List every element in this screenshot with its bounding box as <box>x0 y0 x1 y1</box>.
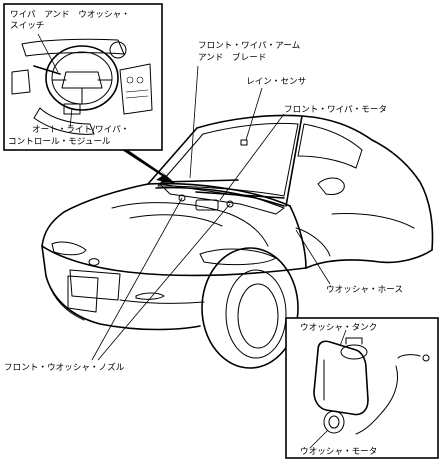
front-wheel-arch <box>201 247 299 369</box>
label-washer-tank: ウオッシャ・タンク <box>300 322 377 333</box>
label-front-washer-nozzle: フロント・ウオッシャ・ノズル <box>4 361 125 373</box>
hood-left-edge <box>41 183 149 247</box>
leader-washer-tank <box>339 329 347 347</box>
air-dam-left <box>47 281 85 321</box>
inset-center-console <box>119 63 153 115</box>
label-control-module-line1: オート・ライト/ワイパ・ <box>32 124 129 135</box>
washer-tank-cap <box>340 344 368 360</box>
washer-hose-inset <box>355 365 398 435</box>
washer-nozzle-right <box>226 200 234 208</box>
washer-tank-neck <box>345 337 363 345</box>
front-fender-line <box>295 227 331 257</box>
fog-lamp <box>135 292 165 300</box>
leader-washer-hose <box>295 229 331 285</box>
leader-control-module <box>69 107 73 129</box>
inset-washer-drawing <box>313 337 430 435</box>
labels: ワイパ アンド ウオッシャ・ スイッチ オート・ライト/ワイパ・ コントロール・… <box>4 9 403 457</box>
inset-control-module <box>63 103 81 115</box>
body-side-crease <box>331 213 415 229</box>
washer-motor-core <box>328 415 340 429</box>
car-a-pillar-right <box>285 115 303 207</box>
side-mirror <box>317 177 345 195</box>
leader-lines <box>37 33 347 449</box>
emblem <box>88 258 100 266</box>
leader-washer-motor <box>309 429 329 449</box>
side-window <box>297 123 363 169</box>
front-wheel-tire <box>225 269 287 359</box>
inset-dashboard-panel <box>3 3 163 151</box>
inset-dash-vent-left <box>11 69 31 95</box>
inset-dashboard-top <box>21 38 125 57</box>
front-fascia-top <box>41 245 307 277</box>
washer-hose-top <box>397 354 421 359</box>
leader-rain-sensor <box>245 87 263 141</box>
inset-console-knob-1 <box>126 76 134 84</box>
inset-steering-wheel-rim <box>45 45 119 111</box>
label-front-wiper-motor: フロント・ワイパ・モータ <box>284 104 387 115</box>
grille <box>69 269 121 301</box>
label-front-wiper-arm-line2: アンド ブレード <box>198 51 266 63</box>
inset-steering-hub <box>61 71 103 89</box>
leader-wiper-motor <box>219 113 285 201</box>
hood-right-edge <box>289 205 307 269</box>
inset-dashboard-drawing <box>11 38 153 135</box>
label-control-module-line2: コントロール・モジュール <box>8 137 111 147</box>
washer-motor-body <box>323 410 345 434</box>
leader-nozzle-right <box>97 203 231 361</box>
hood-bulge <box>111 202 269 247</box>
wiper-motor-body <box>195 199 219 211</box>
front-wheel-rim <box>237 283 279 349</box>
front-fascia-lower <box>41 245 201 331</box>
inset-wiper-stalk <box>33 65 61 75</box>
inset-console-knob-2 <box>136 76 144 84</box>
car-rear-shoulder <box>371 139 434 251</box>
wiper-blade-right <box>195 191 285 199</box>
label-rain-sensor: レイン・センサ <box>246 76 306 87</box>
inset-steering-spokes <box>51 79 113 105</box>
cowl-panel <box>159 183 285 215</box>
wiper-linkage <box>155 186 285 207</box>
wiper-blade-left <box>161 179 239 183</box>
label-wiper-switch-line1: ワイパ アンド ウオッシャ・ <box>10 9 130 20</box>
car-roofline <box>196 114 373 141</box>
label-front-wiper-arm-line1: フロント・ワイパ・アーム <box>198 40 301 51</box>
leader-wiper-switch <box>37 33 59 73</box>
car-cowl <box>147 182 291 207</box>
label-washer-hose: ウオッシャ・ホース <box>326 284 403 295</box>
wiper-assembly <box>155 139 285 215</box>
washer-tank-body <box>313 340 369 416</box>
rain-sensor-unit <box>240 139 248 146</box>
washer-nozzle-left <box>178 194 186 202</box>
inset-callout-arrow <box>122 150 176 184</box>
car-a-pillar-left <box>147 127 198 185</box>
leader-nozzle-left <box>91 197 183 361</box>
car-illustration <box>41 114 434 369</box>
license-plate <box>67 275 99 313</box>
label-wiper-switch-line2: スイッチ <box>10 20 44 31</box>
label-washer-motor: ウオッシャ・モータ <box>300 446 377 457</box>
inset-gauge <box>109 41 127 59</box>
inset-console-details <box>125 89 149 99</box>
inset-steering-column <box>33 107 95 135</box>
windshield <box>157 122 299 197</box>
air-dam-right <box>119 299 205 304</box>
hood-bulge-inner <box>129 214 223 227</box>
car-side-sill <box>305 249 433 269</box>
leader-wiper-arm <box>189 65 199 179</box>
headlight-left <box>51 241 87 256</box>
washer-hose-fitting <box>422 354 430 362</box>
